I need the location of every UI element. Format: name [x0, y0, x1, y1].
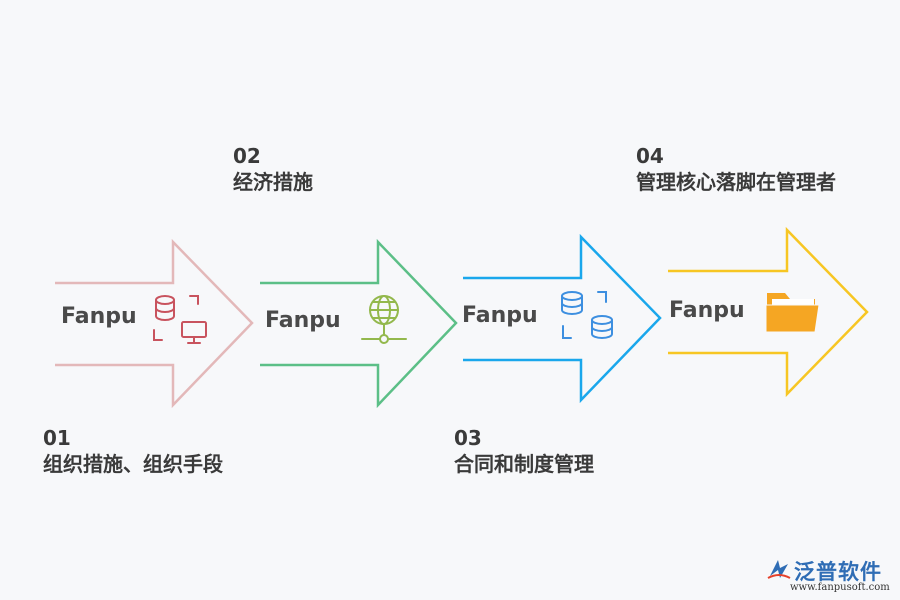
- logo-url: www.fanpusoft.com: [790, 582, 890, 593]
- step-arrow-4: [668, 226, 869, 398]
- step-number-2: 02: [233, 144, 261, 168]
- step-number-4: 04: [636, 144, 664, 168]
- step-text-2: 经济措施: [233, 170, 313, 194]
- brand-label-3: Fanpu: [462, 303, 538, 328]
- step-label-1: 01 组织措施、组织手段: [43, 426, 223, 478]
- step-label-4: 04 管理核心落脚在管理者: [636, 144, 836, 196]
- folder-icon: [765, 293, 820, 333]
- database-sync-icon: [561, 291, 613, 339]
- arrow-outline-3: [463, 233, 662, 404]
- logo-name: 泛普软件: [794, 560, 882, 584]
- database-monitor-icon: [153, 295, 207, 344]
- brand-label-4: Fanpu: [669, 298, 745, 323]
- logo-mark-icon: [767, 560, 791, 579]
- globe-network-icon: [361, 295, 407, 344]
- step-arrow-1: [55, 238, 254, 409]
- step-arrow-3: [463, 233, 662, 404]
- step-text-3: 合同和制度管理: [454, 452, 594, 476]
- step-label-2: 02 经济措施: [233, 144, 313, 196]
- step-label-3: 03 合同和制度管理: [454, 426, 594, 478]
- brand-label-1: Fanpu: [61, 304, 137, 329]
- step-text-4: 管理核心落脚在管理者: [636, 170, 836, 194]
- step-number-3: 03: [454, 426, 482, 450]
- step-number-1: 01: [43, 426, 71, 450]
- arrow-outline-4: [668, 226, 869, 398]
- step-text-1: 组织措施、组织手段: [43, 452, 223, 476]
- arrow-outline-1: [55, 238, 254, 409]
- arrow-outline-2: [260, 238, 458, 409]
- brand-label-2: Fanpu: [265, 308, 341, 333]
- brand-logo: 泛普软件 www.fanpusoft.com: [766, 556, 890, 596]
- step-arrow-2: [260, 238, 458, 409]
